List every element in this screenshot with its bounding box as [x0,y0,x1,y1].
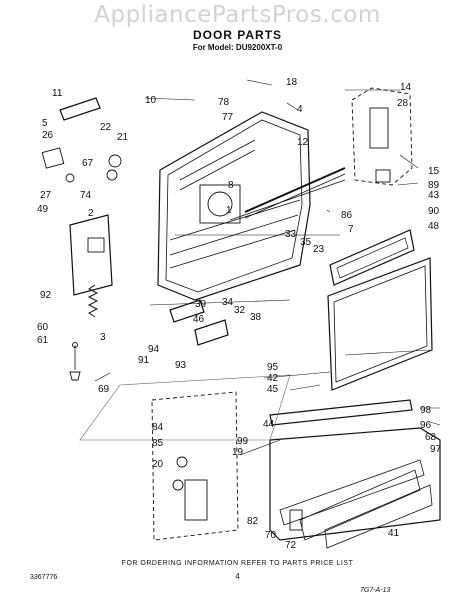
toe-panel [269,427,441,541]
soap-dispenser [199,184,241,224]
page-number: 4 [235,572,240,581]
callout-45: 45 [267,384,279,395]
callout-94: 94 [148,344,160,355]
callout-84: 84 [152,422,164,433]
callout-15: 15 [428,166,440,177]
latch [41,147,65,169]
callout-67: 67 [82,158,94,169]
callout-44: 44 [263,419,275,430]
callout-3: 3 [100,332,106,343]
callout-61: 61 [37,335,49,346]
drawing-code: 7G7-A-13 [360,587,391,594]
callout-11: 11 [52,88,63,99]
door-spring [87,284,99,318]
page-title: DOOR PARTS [192,28,283,42]
callout-77: 77 [222,112,234,123]
callout-22: 22 [100,122,112,133]
callout-89: 89 [428,180,440,191]
callout-38: 38 [250,312,262,323]
callout-26: 26 [42,130,54,141]
watermark: AppliancePartsPros.com [94,2,381,28]
callout-8: 8 [228,180,234,191]
callout-98: 98 [420,405,432,416]
model-label: For Model: DU9200XT-0 [192,43,283,52]
callout-93: 93 [175,360,187,371]
callout-7: 7 [348,224,354,235]
callout-74: 74 [80,190,92,201]
sensor-assembly-box [151,391,239,541]
callout-20: 20 [152,459,164,470]
callout-21: 21 [117,132,129,143]
hinge-box [351,87,413,186]
callout-12: 12 [297,137,309,148]
callout-labels: 11 5 26 22 21 67 27 74 49 2 92 60 61 69 … [37,77,442,551]
callout-14: 14 [400,82,412,93]
callout-39: 39 [195,299,207,310]
callout-34: 34 [222,297,234,308]
callout-33: 33 [285,229,297,240]
callout-78: 78 [218,97,230,108]
callout-23: 23 [313,244,325,255]
callout-35: 35 [300,237,312,248]
diagram-linework [41,79,441,549]
callout-82: 82 [247,516,259,527]
callout-10: 10 [145,95,157,106]
callout-96: 96 [420,420,432,431]
inner-door-panel [157,111,311,301]
callout-70: 70 [265,530,277,541]
callout-60: 60 [37,322,49,333]
callout-46: 46 [193,314,205,325]
outer-door-panel [327,257,433,391]
callout-19: 19 [232,447,244,458]
callout-90: 90 [428,206,440,217]
callout-91: 91 [138,355,150,366]
callout-85: 85 [152,438,164,449]
callout-1: 1 [226,205,232,216]
callout-72: 72 [285,540,297,551]
callout-68: 68 [425,432,437,443]
ordering-info-note: FOR ORDERING INFORMATION REFER TO PARTS … [121,560,354,567]
callout-41: 41 [388,528,400,539]
console-panel [329,229,415,286]
door-handle [59,97,101,121]
callout-48: 48 [428,221,440,232]
callout-42: 42 [267,373,279,384]
callout-18: 18 [286,77,298,88]
callout-99: 99 [237,436,249,447]
callout-5: 5 [42,118,48,129]
callout-28: 28 [397,98,409,109]
vent-panel [69,214,113,296]
callout-95: 95 [267,362,279,373]
callout-43: 43 [428,190,440,201]
callout-69: 69 [98,384,110,395]
callout-4: 4 [297,104,303,115]
callout-32: 32 [234,305,246,316]
document-number: 3367776 [30,574,58,581]
callout-92: 92 [40,290,52,301]
callout-49: 49 [37,204,49,215]
callout-97: 97 [430,444,442,455]
callout-27: 27 [40,190,52,201]
callout-86: 86 [341,210,353,221]
callout-2: 2 [88,208,94,219]
